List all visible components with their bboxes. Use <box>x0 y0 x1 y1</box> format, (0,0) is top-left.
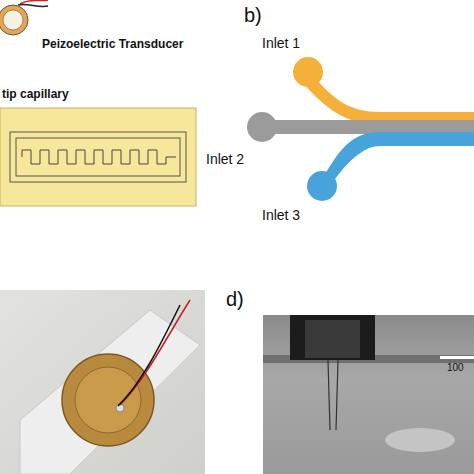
scale-label: 100 <box>447 362 464 373</box>
panel-letter: d) <box>226 288 244 310</box>
inlet-label: Inlet 1 <box>262 36 300 51</box>
inlet-label: Inlet 3 <box>262 208 300 223</box>
inlet-label: Inlet 2 <box>206 152 244 167</box>
panel-letter: b) <box>244 4 262 26</box>
part-label: Peizoelectric Transducer <box>42 38 183 51</box>
part-label: tip capillary <box>2 88 69 101</box>
